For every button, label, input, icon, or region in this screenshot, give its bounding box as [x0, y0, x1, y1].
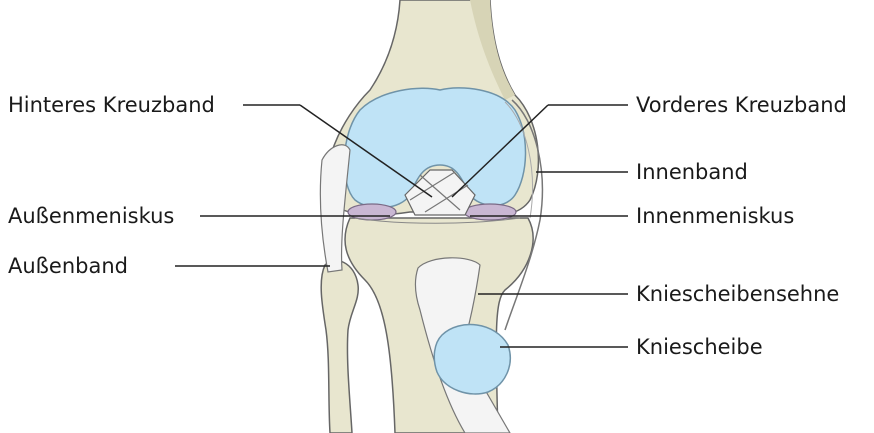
label-vorderes-kreuzband: Vorderes Kreuzband [636, 95, 847, 116]
label-kniescheibensehne: Kniescheibensehne [636, 284, 839, 305]
label-hinteres-kreuzband: Hinteres Kreuzband [8, 95, 215, 116]
label-innenband: Innenband [636, 162, 748, 183]
label-aussenband: Außenband [8, 256, 128, 277]
label-aussenmeniskus: Außenmeniskus [8, 206, 174, 227]
patella [434, 325, 510, 394]
label-innenmeniskus: Innenmeniskus [636, 206, 794, 227]
label-kniescheibe: Kniescheibe [636, 337, 763, 358]
fibula-bone [321, 261, 358, 433]
medial-meniscus [464, 204, 516, 220]
